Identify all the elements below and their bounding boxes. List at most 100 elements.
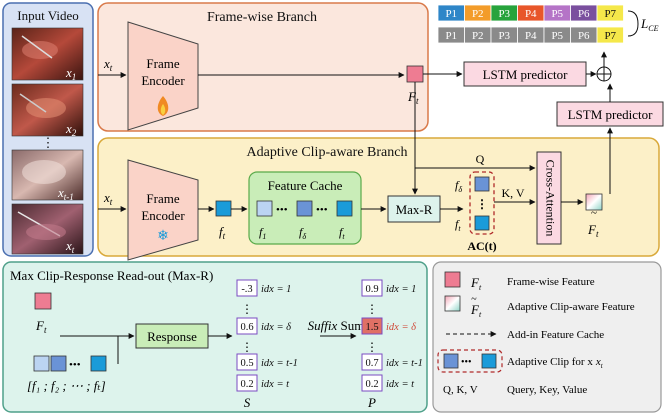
- s-value-1: -.3: [241, 284, 252, 295]
- p-cell-3: [361, 353, 383, 371]
- s-dots-2: ⋮: [241, 340, 253, 354]
- frame-feature-label: Ft: [407, 89, 419, 106]
- legend-adaptive-sym: Ft: [470, 302, 482, 319]
- s-cell-1: [236, 279, 258, 297]
- frame-encoder-top-line1: Frame: [146, 56, 179, 71]
- legend-qkv-sym: Q, K, V: [443, 384, 478, 396]
- phase-pred-cell-7: [596, 4, 624, 22]
- p-value-3: 0.7: [365, 358, 378, 369]
- p-idx-2: idx = δ: [386, 322, 417, 333]
- readout-seq-2: [50, 355, 67, 372]
- cache-label-t: ft: [339, 225, 345, 241]
- adaptive-clip-branch: Adaptive Clip-aware Branch Frame Encoder…: [97, 82, 660, 261]
- p-idx-1: idx = 1: [386, 284, 416, 295]
- frame-branch-title: Frame-wise Branch: [207, 10, 317, 25]
- p-idx-3: idx = t-1: [386, 358, 423, 369]
- frame-label-1: x1: [65, 65, 76, 82]
- p-value-4: 0.2: [365, 379, 378, 390]
- legend-cache-text: Add-in Feature Cache: [507, 329, 604, 341]
- p-idx-4: idx = t: [386, 379, 415, 390]
- p-cell-1: [361, 279, 383, 297]
- cross-attention-label: Cross-Attention: [543, 160, 557, 237]
- frame-encoder-bottom-line1: Frame: [146, 191, 179, 206]
- legend-frame-feature-square: [444, 271, 461, 288]
- frame-label-4: xt: [65, 238, 75, 255]
- cache-square-t: [336, 200, 353, 217]
- legend-frame-sym: Ft: [470, 275, 482, 292]
- legend-qkv-text: Query, Key, Value: [507, 384, 587, 396]
- adaptive-feature-square: [585, 193, 603, 211]
- cache-square-delta: [296, 200, 313, 217]
- legend-panel: Ft Frame-wise Feature ~ Ft Adaptive Clip…: [432, 261, 662, 413]
- s-label: S: [244, 395, 251, 410]
- phase-gt-label-6: P6: [578, 30, 590, 42]
- p-column: 0.9 idx = 1 1.5 idx = δ 0.7 idx = t-1 0.2 idx =…: [361, 279, 423, 392]
- readout-seq-dots: •••: [69, 359, 81, 371]
- cache-label-1: f1: [259, 225, 266, 241]
- legend-tilde: ~: [471, 294, 477, 305]
- phase-pred-label-3: P3: [498, 8, 510, 20]
- input-video-panel: Input Video x1 x2 ⋮ xt-1 xt: [2, 2, 94, 257]
- frames-ellipsis: ⋮: [42, 135, 55, 150]
- s-idx-2: idx = δ: [261, 322, 292, 333]
- snowflake-icon: ❄: [157, 229, 169, 244]
- s-idx-4: idx = t: [261, 379, 290, 390]
- frame-label-3: xt-1: [57, 185, 74, 202]
- video-frame-1: [11, 27, 84, 81]
- response-label: Response: [147, 329, 197, 344]
- frame-encoder-bottom: [127, 159, 199, 261]
- frame-encoder-top: [127, 21, 199, 131]
- s-idx-1: idx = 1: [261, 284, 291, 295]
- cache-dots-2: •••: [316, 204, 328, 216]
- p-cell-2: [361, 317, 383, 335]
- lstm-predictor-right-label: LSTM predictor: [568, 107, 654, 122]
- phase-pred-label-5: P5: [551, 8, 563, 20]
- p-value-1: 0.9: [365, 284, 378, 295]
- p-dots-1: ⋮: [366, 302, 378, 316]
- p-value-2: 1.5: [365, 322, 378, 333]
- legend-frame-text: Frame-wise Feature: [507, 276, 595, 288]
- cache-dots-1: •••: [276, 204, 288, 216]
- readout-seq-3: [90, 355, 107, 372]
- loss-bracket: [627, 10, 639, 37]
- sum-operator: [596, 66, 612, 82]
- adaptive-clip-dashed: [469, 171, 495, 235]
- phase-gt-label-5: P5: [551, 30, 563, 42]
- lstm-predictor-top-label: LSTM predictor: [483, 67, 569, 82]
- video-frame-3: [11, 149, 84, 201]
- p-cell-4: [361, 374, 383, 392]
- ft-feature-square: [215, 200, 232, 217]
- legend-adaptive-feature-square: [444, 295, 461, 312]
- phase-pred-label-2: P2: [472, 8, 484, 20]
- readout-seq-label: [f₁ ; f₂ ; ⋯ ; fₜ]: [27, 378, 106, 393]
- s-idx-3: idx = t-1: [261, 358, 298, 369]
- q-label: Q: [476, 152, 485, 166]
- s-value-2: 0.6: [240, 322, 253, 333]
- adaptive-feature-label: Ft: [587, 222, 599, 239]
- s-dots-1: ⋮: [241, 302, 253, 316]
- clip-branch-title: Adaptive Clip-aware Branch: [247, 145, 408, 160]
- ac-dots: ⋮: [476, 197, 488, 211]
- legend-clip-dashed: [437, 349, 503, 373]
- phase-pred-label-6: P6: [578, 8, 590, 20]
- input-video-title: Input Video: [17, 8, 78, 23]
- p-dots-2: ⋮: [366, 340, 378, 354]
- max-r-box: [387, 195, 441, 223]
- phase-gt-cell-7: [596, 26, 624, 44]
- loss-label: LCE: [640, 16, 659, 33]
- phase-gt-label-3: P3: [498, 30, 510, 42]
- legend-clip-square-1: [443, 353, 459, 369]
- ac-square-t: [474, 215, 490, 231]
- ac-label-t: ft: [455, 217, 461, 233]
- max-r-label: Max-R: [396, 202, 433, 217]
- legend-clip-square-2: [481, 353, 497, 369]
- readout-seq-1: [33, 355, 50, 372]
- frame-feature-square: [406, 65, 424, 83]
- phase-gt-label-2: P2: [472, 30, 484, 42]
- s-value-3: 0.5: [240, 358, 253, 369]
- phase-gt-label-7: P7: [604, 30, 616, 42]
